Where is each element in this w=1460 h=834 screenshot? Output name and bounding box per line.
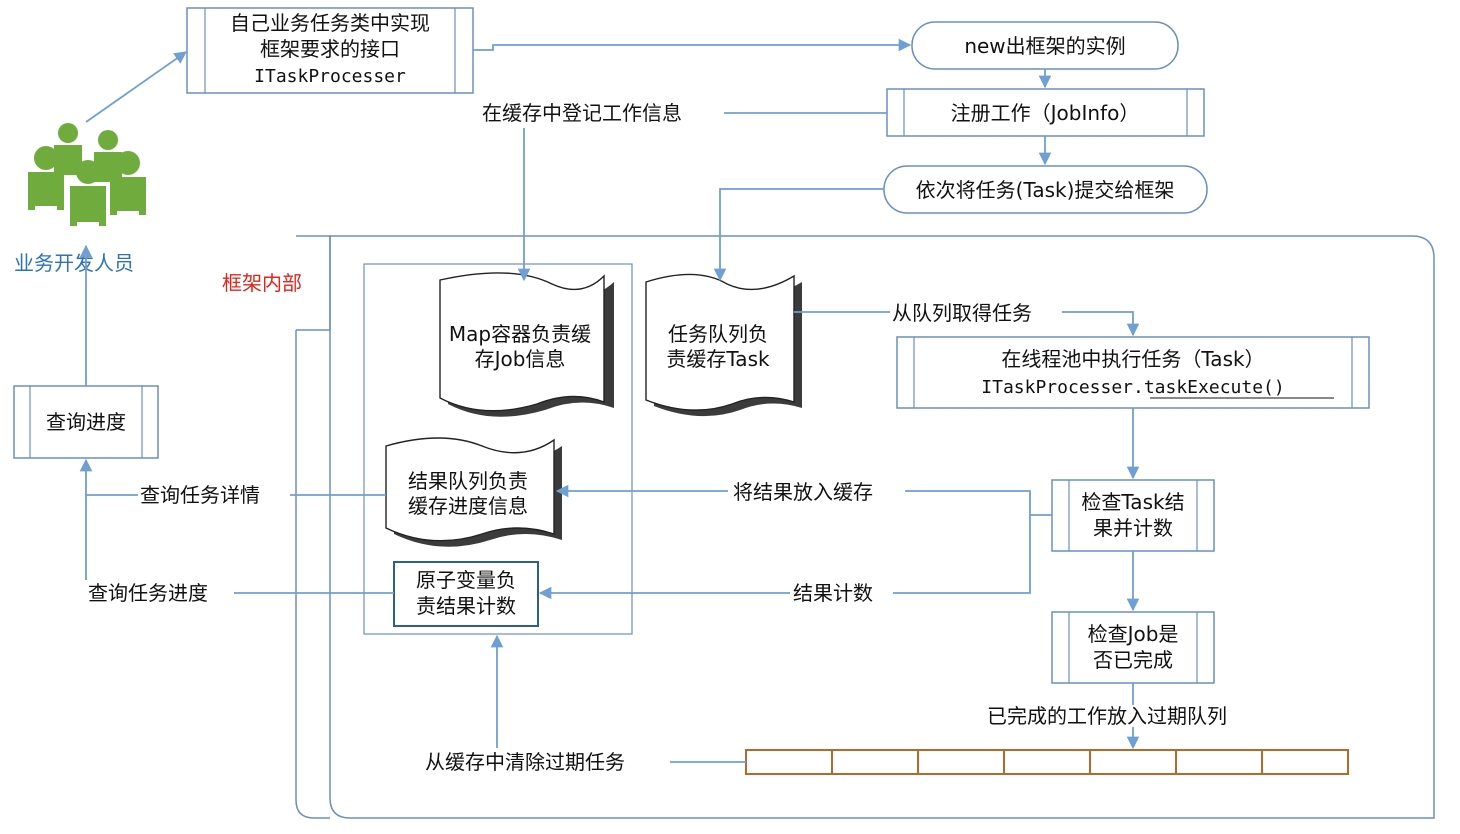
arrow-interface-to-new (473, 38, 912, 52)
map-store-line2: 存Job信息 (475, 347, 566, 371)
task-queue-shape (645, 273, 802, 417)
result-queue-shape (385, 437, 562, 547)
check-result-box (1051, 479, 1215, 552)
register-job-box (886, 88, 1205, 137)
task-queue-line2: 责缓存Task (666, 347, 770, 371)
queue-cell (1175, 749, 1263, 775)
atomic-counter-box (393, 561, 539, 627)
interface-line2: 框架要求的接口 (260, 37, 400, 61)
developer-label: 业务开发人员 (14, 251, 134, 275)
atomic-counter-line1: 原子变量负 (416, 568, 516, 592)
thread-pool-line2: ITaskProcesser.taskExecute() (981, 377, 1284, 398)
arrow-dev-to-interface (85, 51, 188, 123)
expired-queue (745, 749, 1349, 775)
result-queue-line1: 结果队列负责 (408, 469, 528, 493)
queue-cell (745, 749, 833, 775)
query-progress-label: 查询进度 (46, 410, 126, 434)
queue-cell (831, 749, 919, 775)
line-check-to-note (905, 490, 1052, 516)
query-detail-note: 查询任务详情 (140, 483, 260, 507)
result-queue-line2: 缓存进度信息 (408, 494, 528, 518)
check-job-line1: 检查Job是 (1088, 622, 1179, 646)
clear-expired-note: 从缓存中清除过期任务 (425, 750, 625, 774)
check-result-line2: 果并计数 (1093, 516, 1173, 540)
query-task-progress-note: 查询任务进度 (88, 581, 208, 605)
check-job-box (1051, 611, 1215, 684)
queue-cell (917, 749, 1005, 775)
task-queue-line1: 任务队列负 (668, 322, 768, 346)
line-check-to-count (893, 515, 1031, 594)
framework-internal-label: 框架内部 (222, 271, 302, 295)
check-job-line2: 否已完成 (1093, 648, 1173, 672)
count-note: 结果计数 (793, 581, 873, 605)
framework-container (295, 235, 1435, 819)
queue-cell (1261, 749, 1349, 775)
query-progress-box (13, 385, 159, 459)
atomic-counter-line2: 责结果计数 (416, 594, 516, 618)
register-job-label: 注册工作（JobInfo） (951, 101, 1140, 125)
interface-line1: 自己业务任务类中实现 (230, 11, 430, 35)
queue-cell (1003, 749, 1091, 775)
people-icon (28, 123, 146, 226)
submit-tasks-label: 依次将任务(Task)提交给框架 (916, 178, 1175, 202)
interface-box (186, 7, 474, 94)
put-result-note: 将结果放入缓存 (733, 480, 873, 504)
arrow-submit-to-queue (713, 188, 884, 282)
new-instance-label: new出框架的实例 (964, 34, 1125, 58)
arrow-note-to-pool (1062, 311, 1140, 337)
expired-queue-note: 已完成的工作放入过期队列 (987, 704, 1227, 728)
map-store-shape (439, 272, 614, 417)
arrow-detail-to-query (79, 458, 138, 496)
queue-cell (1089, 749, 1177, 775)
thread-pool-line1: 在线程池中执行任务（Task） (1001, 347, 1264, 371)
map-store-line1: Map容器负责缓 (449, 322, 591, 346)
register-cache-note: 在缓存中登记工作信息 (482, 101, 682, 125)
check-result-line1: 检查Task结 (1081, 490, 1184, 514)
connectors (79, 38, 1140, 763)
interface-line3: ITaskProcesser (254, 66, 406, 87)
take-task-note: 从队列取得任务 (892, 301, 1032, 325)
